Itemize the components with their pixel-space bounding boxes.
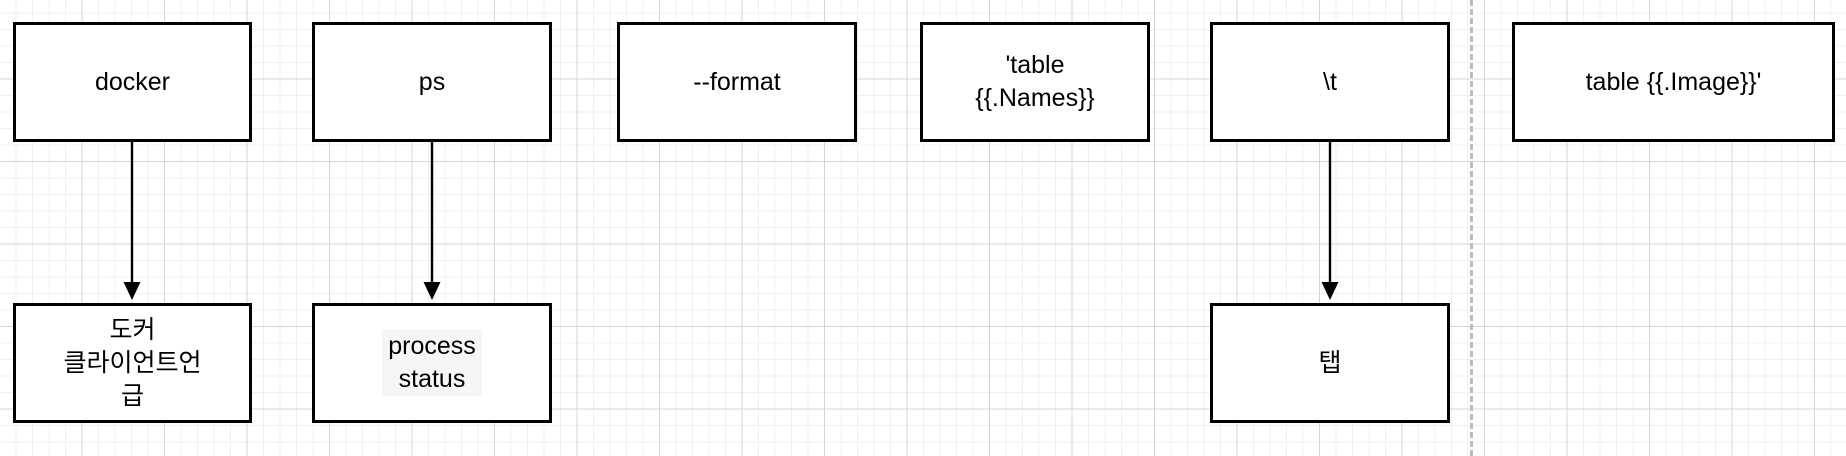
node-process-status[interactable]: process status <box>312 303 552 423</box>
arrowhead <box>423 282 441 300</box>
edge-ps-to-status <box>423 142 441 300</box>
node-label: table {{.Image}}' <box>1585 67 1762 96</box>
arrowhead <box>1321 282 1339 300</box>
node-docker-client-desc[interactable]: 도커 클라이언트언 급 <box>13 303 252 423</box>
node-label: docker <box>94 67 171 96</box>
node-label: --format <box>693 67 781 96</box>
node-tab-desc[interactable]: 탭 <box>1210 303 1450 423</box>
node-tab-escape[interactable]: \t <box>1210 22 1450 142</box>
edge-docker-to-desc <box>123 142 141 300</box>
node-label: 도커 클라이언트언 급 <box>63 315 202 410</box>
node-label: 탭 <box>1318 348 1342 377</box>
arrowhead <box>123 282 141 300</box>
node-label: ps <box>418 67 446 96</box>
node-format-flag[interactable]: --format <box>617 22 857 142</box>
node-docker[interactable]: docker <box>13 22 252 142</box>
node-ps[interactable]: ps <box>312 22 552 142</box>
node-label: 'table {{.Names}} <box>975 51 1095 112</box>
edge-tab-to-tabdesc <box>1321 142 1339 300</box>
node-label: \t <box>1323 67 1337 96</box>
node-table-names[interactable]: 'table {{.Names}} <box>920 22 1150 142</box>
page-break-line <box>1470 0 1473 456</box>
node-label: process status <box>382 330 482 396</box>
node-table-image[interactable]: table {{.Image}}' <box>1512 22 1835 142</box>
